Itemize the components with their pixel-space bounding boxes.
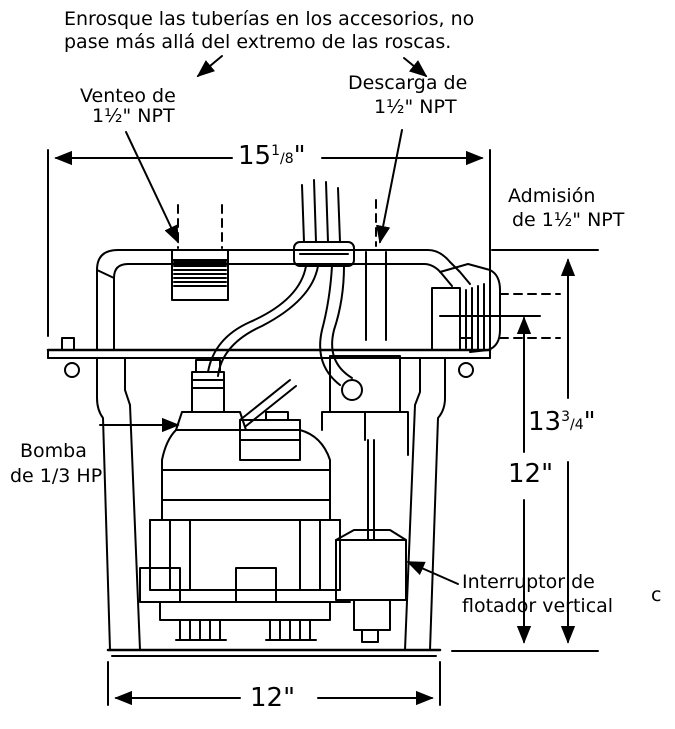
pump (139, 359, 351, 641)
overall-width-dimension: 151/8" (238, 142, 306, 174)
overall-width-numerator: 1 (271, 143, 281, 159)
pump-label-line1: Bomba (20, 440, 87, 462)
overall-width-denominator: 8 (284, 151, 294, 167)
base-width-dimension: 12" (250, 683, 296, 713)
overall-height-whole: 13 (528, 407, 562, 437)
overall-width-whole: 15 (238, 141, 272, 171)
vent-label-line2: 1½" NPT (92, 105, 175, 127)
discharge-label-line1: Descarga de (348, 72, 468, 94)
overall-width-slash: / (280, 151, 285, 167)
vent-fitting (171, 204, 229, 301)
discharge-fitting (365, 199, 387, 341)
tank-body (96, 357, 446, 657)
leader-arrows (99, 55, 459, 585)
inlet-label-line2: de 1½" NPT (512, 209, 625, 231)
tank-lid (96, 249, 471, 351)
switch-label-line2: flotador vertical (462, 595, 614, 617)
instruction-line2: pase más allá del extremo de las roscas. (64, 31, 452, 53)
inlet-fitting (431, 263, 561, 353)
overall-height-slash: / (570, 417, 575, 433)
overall-height-denominator: 4 (574, 417, 584, 433)
overall-height-dimension: 133/4" (528, 408, 596, 440)
dimension-lines (47, 149, 599, 706)
instruction-line1: Enrosque las tuberías en los accesorios,… (64, 8, 475, 30)
pump-label-line2: de 1/3 HP (10, 465, 103, 487)
vent-label-line1: Venteo de (80, 85, 176, 107)
overall-width-unit: " (293, 141, 306, 171)
inlet-label-line1: Admisión (508, 185, 596, 207)
power-cords (207, 179, 355, 386)
stray-character: c (651, 584, 662, 606)
inlet-height-dimension: 12" (508, 459, 554, 489)
overall-height-numerator: 3 (561, 409, 571, 425)
overall-height-unit: " (583, 407, 596, 437)
switch-label-line1: Interruptor de (462, 571, 595, 593)
tank-flange (46, 348, 492, 359)
discharge-label-line2: 1½" NPT (374, 96, 457, 118)
float-switch (321, 355, 409, 643)
